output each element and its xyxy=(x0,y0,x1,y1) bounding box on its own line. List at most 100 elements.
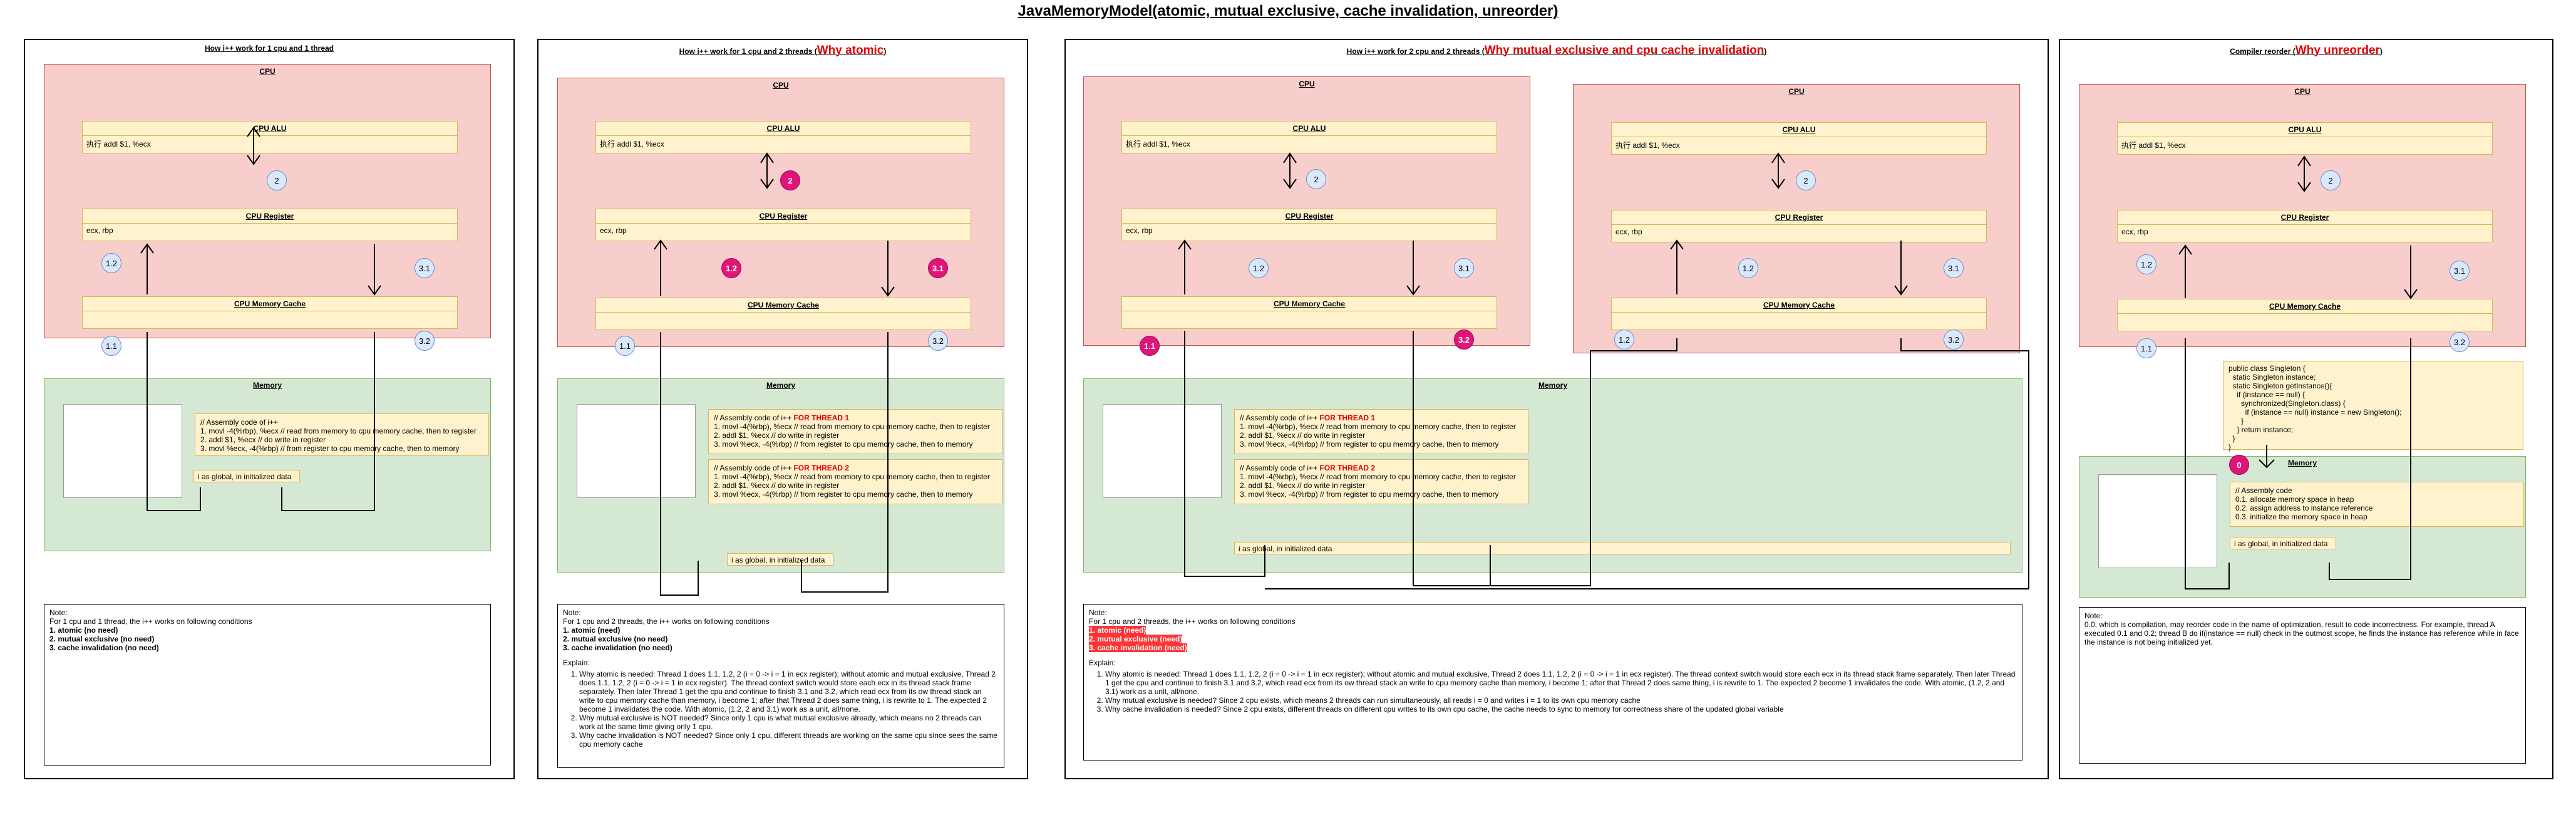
thread2-label: FOR THREAD 2 xyxy=(1319,464,1376,472)
cpu-alu-label: CPU ALU xyxy=(1122,122,1497,136)
step-badge-3-1: 3.1 xyxy=(1944,258,1964,278)
cpu-alu: CPU ALU 执行 addl $1, %ecx xyxy=(2117,122,2493,155)
thread1-assembly-box: // Assembly code of i++ FOR THREAD 1 1. … xyxy=(1234,409,1528,454)
thread1-label: FOR THREAD 1 xyxy=(1319,413,1376,422)
memory-layout-diagram xyxy=(63,404,182,498)
cpu-register-label: CPU Register xyxy=(1612,210,1986,225)
panel-title: How i++ work for 1 cpu and 2 threads (Wh… xyxy=(679,44,887,57)
cpu-alu-label: CPU ALU xyxy=(2118,123,2492,137)
memory-layout-diagram xyxy=(2098,474,2217,568)
note-intro: For 1 cpu and 2 threads, the i++ works o… xyxy=(563,617,770,626)
memory-block: Memory // Assembly code 0.1. allocate me… xyxy=(2079,456,2526,598)
cpu-memory-cache: CPU Memory Cache xyxy=(82,296,458,329)
cpu-memory-cache: CPU Memory Cache xyxy=(1611,298,1987,330)
explain-list: Why atomic is needed: Thread 1 does 1.1,… xyxy=(563,670,999,749)
cpu-alu-text: 执行 addl $1, %ecx xyxy=(1126,140,1190,148)
step-badge-1-1: 1.1 xyxy=(2136,338,2156,358)
explain-label: Explain: xyxy=(1089,658,1116,667)
memory-label: Memory xyxy=(1538,381,1567,390)
cpu-register-text: ecx, rbp xyxy=(600,226,627,235)
note-lead: Note: xyxy=(1089,608,1107,617)
memory-label: Memory xyxy=(766,381,795,390)
cpu-memory-cache: CPU Memory Cache xyxy=(1121,296,1497,329)
cpu-alu-text: 执行 addl $1, %ecx xyxy=(600,140,664,148)
step-badge-1-1: 1.1 xyxy=(1140,336,1160,356)
note-box: Note: For 1 cpu and 2 threads, the i++ w… xyxy=(1083,604,2022,760)
step-badge-1-1: 1.1 xyxy=(101,336,121,356)
step-badge-0: 0 xyxy=(2229,455,2249,475)
note-intro: For 1 cpu and 1 thread, the i++ works on… xyxy=(49,617,252,626)
cpu-cache-label: CPU Memory Cache xyxy=(2118,299,2492,314)
asm-line: 1. movl -4(%rbp), %ecx // read from memo… xyxy=(714,472,990,481)
thread2-assembly-box: // Assembly code of i++ FOR THREAD 2 1. … xyxy=(1234,459,1528,504)
cpu-alu-text: 执行 addl $1, %ecx xyxy=(86,140,151,148)
step-badge-1-1: 1.1 xyxy=(615,336,635,356)
memory-label: Memory xyxy=(2287,459,2317,467)
page-title: JavaMemoryModel(atomic, mutual exclusive… xyxy=(1018,3,1558,19)
asm-line: 2. addl $1, %ecx // do write in register xyxy=(1240,481,1366,490)
condition-cache-invalidation: 3. cache invalidation (no need) xyxy=(49,643,159,652)
thread2-label: FOR THREAD 2 xyxy=(793,464,850,472)
note-box: Note: For 1 cpu and 1 thread, the i++ wo… xyxy=(44,604,491,766)
cpu-alu: CPU ALU 执行 addl $1, %ecx xyxy=(595,121,971,153)
panel-compiler-reorder: Compiler reorder (Why unreorder) CPU CPU… xyxy=(2059,39,2553,779)
cpu-cache-label: CPU Memory Cache xyxy=(1122,297,1497,311)
cpu-label: CPU xyxy=(773,81,789,90)
step-badge-2: 2 xyxy=(1306,169,1326,189)
cpu-register: CPU Register ecx, rbp xyxy=(2117,210,2493,242)
step-badge-1-2: 1.2 xyxy=(721,258,741,278)
global-variable-box: i as global, in initialized data xyxy=(1234,542,2011,554)
cpu-label: CPU xyxy=(2294,87,2311,96)
cpu-alu-label: CPU ALU xyxy=(83,122,457,136)
cpu-register: CPU Register ecx, rbp xyxy=(82,209,458,241)
memory-block: Memory // Assembly code of i++ FOR THREA… xyxy=(1083,378,2022,573)
cpu-register-label: CPU Register xyxy=(2118,210,2492,225)
cpu-alu: CPU ALU 执行 addl $1, %ecx xyxy=(82,121,458,153)
title-highlight: Why atomic xyxy=(817,44,884,57)
condition-mutual-exclusive: 2. mutual exclusive (need) xyxy=(1089,635,1183,643)
cpu-cache-label: CPU Memory Cache xyxy=(1612,298,1986,313)
cpu-block: CPU CPU ALU 执行 addl $1, %ecx CPU Registe… xyxy=(2079,84,2526,347)
explain-item: Why mutual exclusive is NOT needed? Sinc… xyxy=(579,714,999,731)
explain-item: Why atomic is needed: Thread 1 does 1.1,… xyxy=(579,670,999,714)
step-badge-3-1: 3.1 xyxy=(415,258,435,278)
cpu-register: CPU Register ecx, rbp xyxy=(1611,210,1987,242)
global-variable-box: i as global, in initialized data xyxy=(2230,537,2336,549)
panel-1cpu-2threads: How i++ work for 1 cpu and 2 threads (Wh… xyxy=(537,39,1028,779)
global-variable-box: i as global, in initialized data xyxy=(193,470,300,482)
asm-line: 3. movl %ecx, -4(%rbp) // from register … xyxy=(200,444,460,453)
asm-line: 2. addl $1, %ecx // do write in register xyxy=(714,481,840,490)
step-badge-3-1: 3.1 xyxy=(1454,258,1474,278)
asm-line: 2. addl $1, %ecx // do write in register xyxy=(714,431,840,440)
cpu-alu-text: 执行 addl $1, %ecx xyxy=(1615,141,1680,150)
asm-line: 3. movl %ecx, -4(%rbp) // from register … xyxy=(1240,440,1499,449)
cpu-cache-label: CPU Memory Cache xyxy=(83,297,457,311)
note-box: Note: 0.0, which is compilation, may reo… xyxy=(2079,607,2526,764)
asm-line: 2. addl $1, %ecx // do write in register xyxy=(1240,431,1366,440)
thread2-assembly-box: // Assembly code of i++ FOR THREAD 2 1. … xyxy=(708,459,1002,504)
cpu-register-label: CPU Register xyxy=(83,209,457,224)
step-badge-2: 2 xyxy=(267,170,287,190)
note-lead: Note: xyxy=(563,608,581,617)
java-singleton-code: public class Singleton { static Singleto… xyxy=(2223,361,2523,452)
condition-mutual-exclusive: 2. mutual exclusive (no need) xyxy=(563,635,668,643)
cpu-label: CPU xyxy=(1299,80,1315,88)
cpu-register-text: ecx, rbp xyxy=(2121,227,2148,236)
cpu-register-label: CPU Register xyxy=(1122,209,1497,224)
step-badge-3-2: 3.2 xyxy=(415,331,435,351)
cpu-alu: CPU ALU 执行 addl $1, %ecx xyxy=(1611,122,1987,155)
cpu-alu-label: CPU ALU xyxy=(596,122,971,136)
asm-line: 3. movl %ecx, -4(%rbp) // from register … xyxy=(1240,490,1499,499)
cpu-register-text: ecx, rbp xyxy=(86,226,113,235)
title-highlight: Why mutual exclusive and cpu cache inval… xyxy=(1484,44,1765,57)
asm-line: 0.1. allocate memory space in heap xyxy=(2235,495,2354,504)
thread1-label: FOR THREAD 1 xyxy=(793,413,850,422)
title-highlight: Why unreorder xyxy=(2295,44,2380,57)
panel-2cpu-2threads: How i++ work for 2 cpu and 2 threads (Wh… xyxy=(1064,39,2049,779)
asm-line: // Assembly code of i++ xyxy=(200,418,279,427)
memory-layout-diagram xyxy=(577,404,696,498)
cpu-alu-label: CPU ALU xyxy=(1612,123,1986,137)
step-badge-1-2: 1.2 xyxy=(2136,254,2156,274)
thread1-assembly-box: // Assembly code of i++ FOR THREAD 1 1. … xyxy=(708,409,1002,454)
asm-line: 1. movl -4(%rbp), %ecx // read from memo… xyxy=(714,422,990,431)
